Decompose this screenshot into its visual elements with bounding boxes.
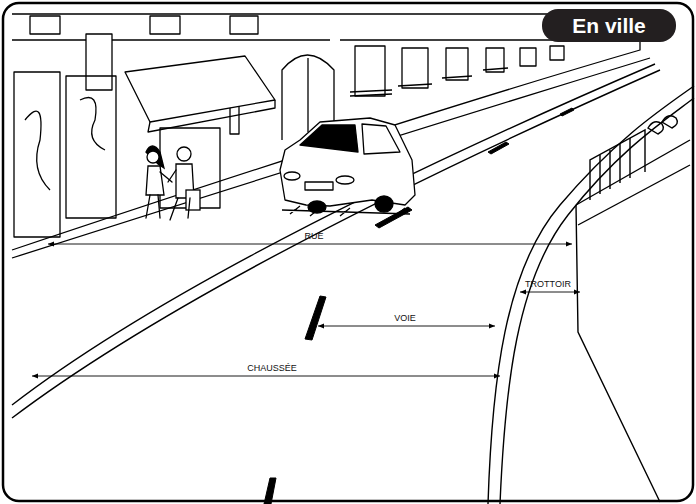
window: [550, 46, 564, 60]
window: [446, 48, 468, 80]
dimension-label: TROTTOIR: [524, 279, 572, 290]
right-curb: [488, 86, 694, 504]
lane-dash: [264, 478, 276, 504]
lane-markings: [264, 108, 574, 504]
car-headlight: [284, 172, 300, 180]
school-bag: [186, 190, 200, 210]
lane-dash: [305, 296, 326, 340]
car-wheel: [375, 196, 393, 212]
dimension-label: RUE: [303, 231, 324, 242]
car-headlight: [336, 176, 354, 184]
cornice: [12, 39, 330, 40]
window: [402, 48, 428, 88]
road-edges: [12, 64, 694, 504]
window-decoration: [25, 111, 50, 190]
car-body: [280, 118, 415, 206]
facade-outline: [12, 14, 640, 250]
shop-window: [14, 72, 60, 237]
dimension-arrow: [32, 376, 500, 377]
car-windshield: [300, 125, 358, 152]
right-curb-edge: [500, 98, 694, 504]
children: [146, 146, 200, 220]
dimension-arrow: [318, 326, 495, 327]
car: [280, 118, 415, 216]
girl-limbs: [146, 172, 172, 218]
wall-plate: [230, 104, 239, 134]
window: [230, 16, 258, 34]
window: [520, 48, 536, 66]
balcony-rail: [350, 90, 392, 96]
boy-head: [177, 147, 191, 161]
car-grille: [305, 182, 333, 190]
balcony-rail: [483, 68, 508, 70]
car-wheel: [308, 201, 326, 213]
window: [30, 16, 60, 34]
wall-edge: [576, 205, 660, 502]
railing: [590, 130, 645, 200]
title-badge: En ville: [542, 9, 676, 42]
balcony-rail: [442, 76, 472, 78]
awning-edge: [148, 100, 275, 132]
girl-hair: [146, 146, 164, 168]
pigeons: [648, 116, 677, 134]
lane-dash: [488, 142, 509, 154]
car-side-window: [362, 124, 400, 154]
buildings: [12, 14, 650, 258]
window: [150, 16, 180, 34]
girl-body: [146, 166, 164, 195]
left-curb-edge: [12, 70, 660, 418]
door-split: [307, 58, 308, 132]
boy-limbs: [168, 170, 190, 220]
wall-line: [578, 165, 690, 225]
shop-window: [66, 76, 116, 218]
frame: [3, 3, 693, 501]
dimension-label: VOIE: [393, 313, 417, 324]
girl-head: [147, 151, 159, 163]
balcony-rail: [398, 84, 432, 86]
window: [355, 46, 385, 96]
window-decoration: [80, 98, 105, 151]
dimension-arrows: [32, 244, 580, 376]
lane-dash: [560, 108, 574, 116]
railing-bars: [600, 138, 630, 194]
dimension-arrow: [48, 244, 572, 245]
dimension-label: CHAUSSÉE: [246, 363, 298, 374]
shop-sign: [86, 34, 112, 90]
dimension-arrow: [520, 292, 580, 293]
